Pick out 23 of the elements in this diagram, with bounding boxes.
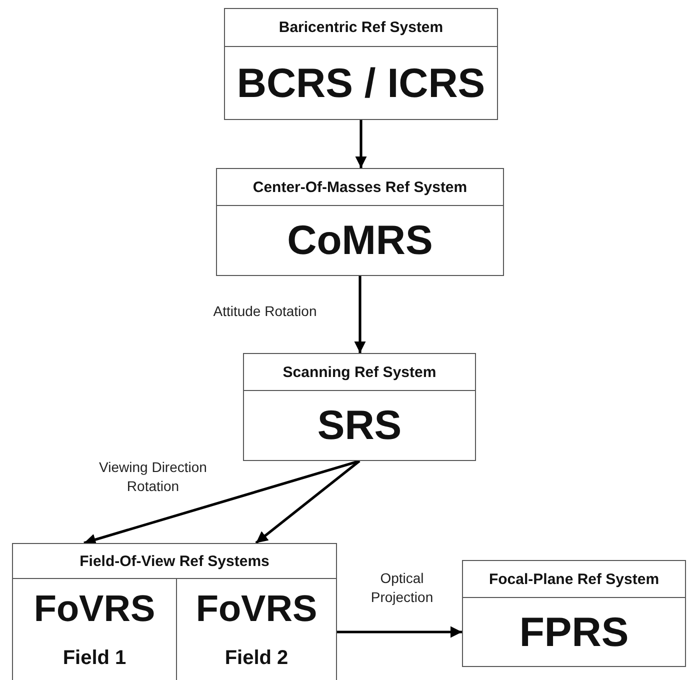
system-box [216,168,504,276]
box-heading: Center-Of-Masses Ref System [252,178,468,196]
system-acronym: CoMRS [287,217,433,264]
field-label: Field 2 [224,647,288,670]
box-heading: Field-Of-View Ref Systems [80,552,270,570]
arrow [255,460,360,544]
arrow [354,276,366,353]
arrow [84,460,360,546]
field-label: Field 1 [62,647,126,670]
system-acronym: BCRS / ICRS [236,60,486,106]
box-heading: Scanning Ref System [282,364,436,380]
arrow [337,626,462,638]
system-acronym: FoVRS [34,587,156,631]
box-heading: Baricentric Ref System [278,19,444,36]
system-acronym: FPRS [519,608,629,656]
arrow [355,120,367,168]
system-box [243,353,476,461]
system-box [462,560,686,667]
system-box [12,543,337,680]
system-acronym: FoVRS [196,587,318,631]
box-heading: Focal-Plane Ref System [488,570,660,588]
system-box [224,8,498,120]
system-acronym: SRS [317,402,402,449]
